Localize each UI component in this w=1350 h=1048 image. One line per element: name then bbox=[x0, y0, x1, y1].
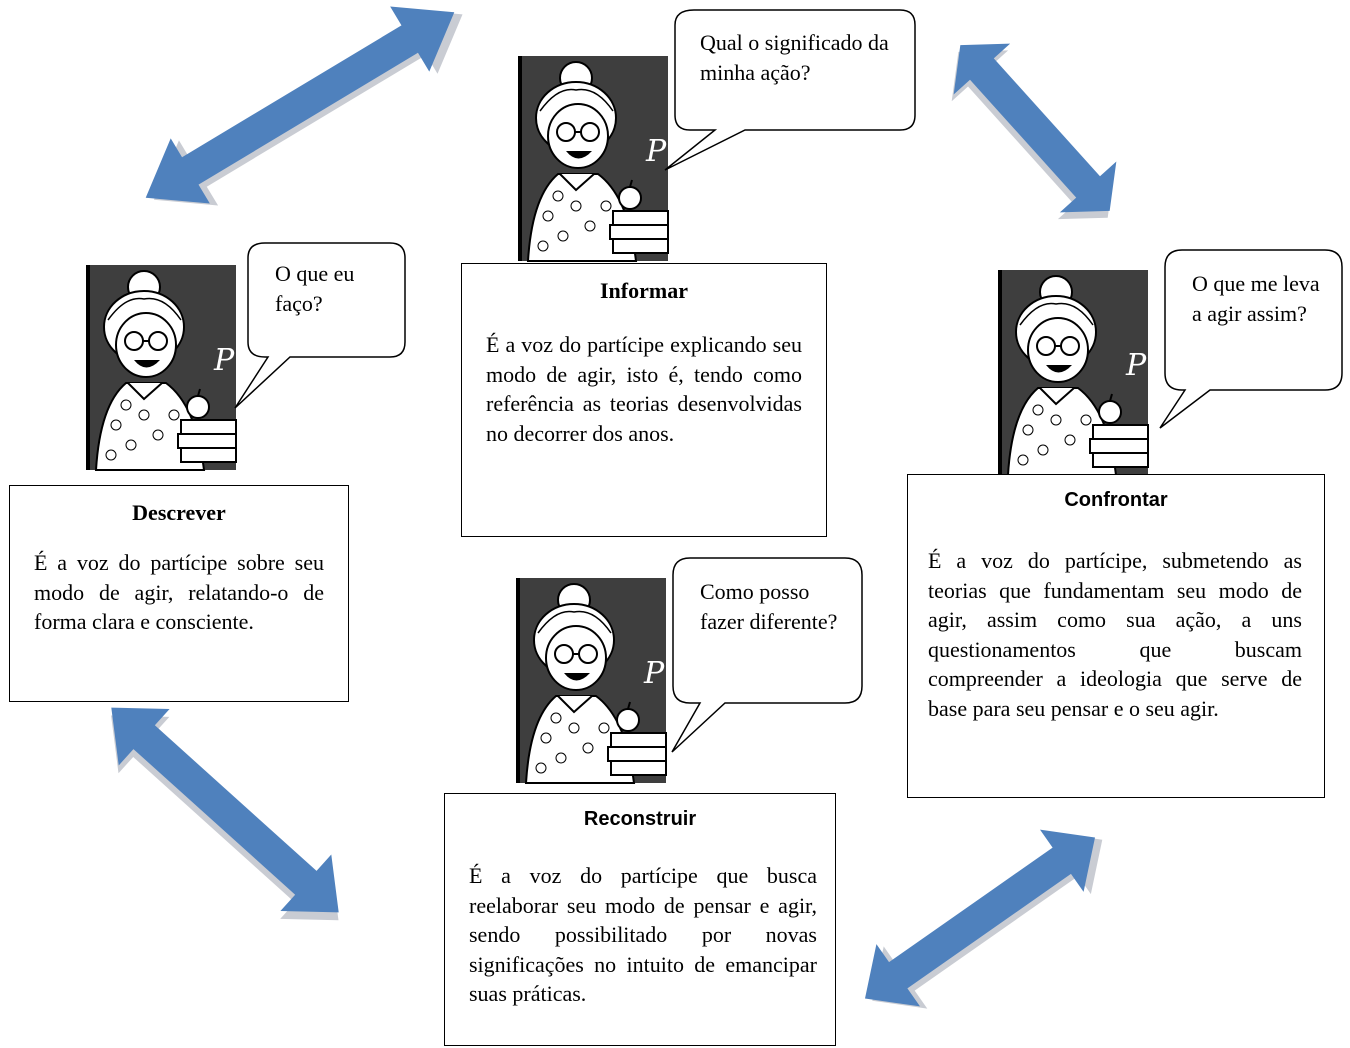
card-confrontar: Confrontar É a voz do partícipe, submete… bbox=[907, 474, 1325, 798]
card-reconstruir: Reconstruir É a voz do partícipe que bus… bbox=[444, 793, 836, 1046]
card-title-confrontar: Confrontar bbox=[1064, 489, 1168, 511]
card-descrever: Descrever É a voz do partícipe sobre seu… bbox=[9, 485, 349, 702]
card-body-informar: É a voz do partícipe explicando seu modo… bbox=[486, 332, 802, 446]
bubble-text-reconstruir: Como posso fazer diferente? bbox=[700, 579, 838, 634]
card-body-confrontar: É a voz do partícipe, submetendo as teor… bbox=[928, 548, 1302, 721]
card-title-descrever: Descrever bbox=[132, 500, 226, 525]
card-title-informar: Informar bbox=[600, 278, 688, 303]
speech-bubble-reconstruir bbox=[671, 557, 863, 753]
card-title-reconstruir: Reconstruir bbox=[583, 808, 697, 830]
speech-bubble-confrontar bbox=[1159, 249, 1343, 429]
bubble-text-confrontar: O que me leva a agir assim? bbox=[1192, 271, 1320, 326]
card-informar: Informar É a voz do partícipe explicando… bbox=[461, 263, 827, 537]
bubble-text-descrever: O que eu faço? bbox=[275, 261, 355, 316]
card-body-reconstruir: É a voz do partícipe que busca reelabora… bbox=[469, 863, 817, 1006]
speech-bubble-informar bbox=[664, 9, 916, 171]
bubble-text-informar: Qual o significado da minha ação? bbox=[700, 30, 889, 85]
card-body-descrever: É a voz do partícipe sobre seu modo de a… bbox=[34, 550, 324, 634]
speech-bubble-descrever bbox=[234, 242, 406, 409]
